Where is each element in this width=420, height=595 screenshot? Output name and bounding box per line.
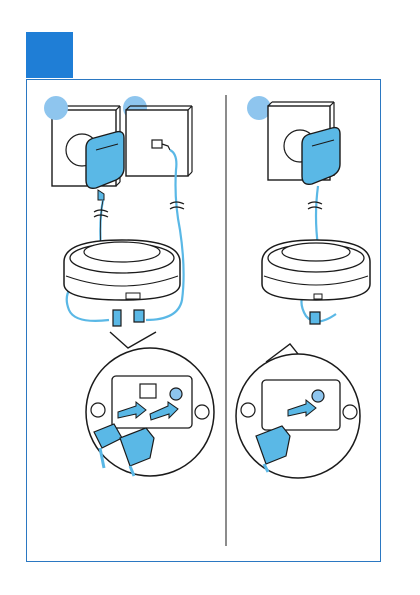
connector-closeup-1 [86, 332, 214, 476]
step-1-circle [44, 96, 68, 120]
base-station-1 [64, 240, 180, 300]
wall-phone-plate [126, 106, 192, 176]
connector-closeup-2 [236, 344, 360, 478]
base-station-2 [262, 240, 370, 300]
power-adapter-1 [86, 132, 124, 200]
